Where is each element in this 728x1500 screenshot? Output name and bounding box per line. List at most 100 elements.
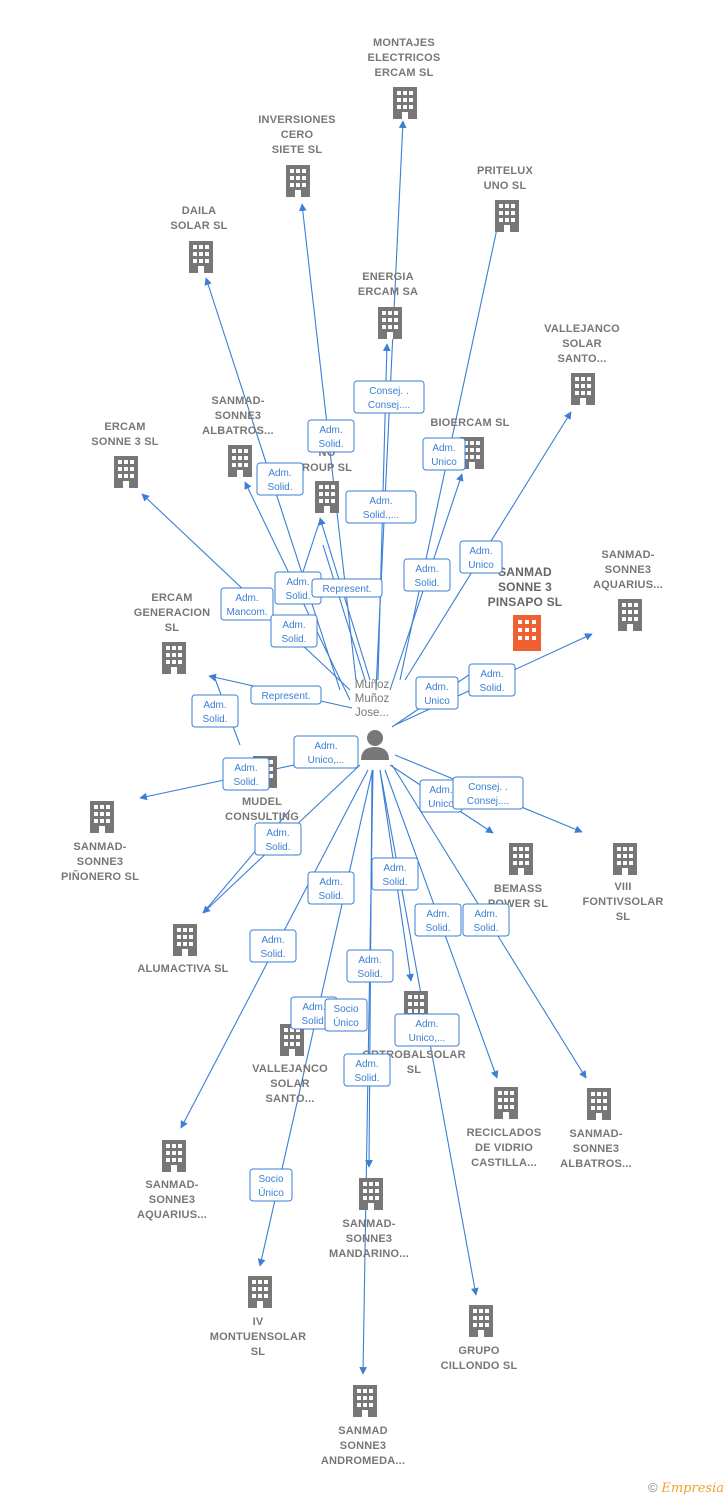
edge-label-text-10-1: Solid. — [281, 634, 306, 645]
brand-logo[interactable]: Empresia — [661, 1481, 724, 1496]
node-label-montajes-1: ELECTRICOS — [368, 52, 441, 64]
node-label-sanmad_albatros1-2: ALBATROS... — [202, 425, 274, 437]
node-label-pritelux-0: PRITELUX — [477, 165, 533, 177]
node-label-cillondo-1: CILLONDO SL — [441, 1360, 518, 1372]
building-icon — [509, 843, 533, 875]
edge-label-text-7-0: Adm. — [286, 577, 309, 588]
node-label-montuensolar-1: MONTUENSOLAR — [210, 1331, 307, 1343]
edge-label-text-15-1: Unico,... — [308, 755, 345, 766]
node-label-vallejanco2-0: VALLEJANCO — [252, 1063, 328, 1075]
edge-label-5[interactable]: Adm.Unico — [459, 540, 503, 574]
node-label-mandarino-2: MANDARINO... — [329, 1248, 409, 1260]
node-label-sanmad_albatros1-1: SONNE3 — [215, 410, 261, 422]
edge-label-text-16-1: Solid. — [233, 777, 258, 788]
edge-label-4[interactable]: Adm.Solid.,... — [345, 490, 417, 524]
edge-label-1[interactable]: Adm.Solid. — [307, 419, 355, 453]
node-label-pinsapo-2: PINSAPO SL — [488, 595, 563, 609]
building-icon — [189, 241, 213, 273]
node-label-albatros2-2: ALBATROS... — [560, 1158, 632, 1170]
center-person[interactable]: Muñoz Muñoz Jose... — [355, 679, 390, 760]
edge-connector-1 — [299, 519, 321, 582]
node-label-reciclados-2: CASTILLA... — [471, 1157, 537, 1169]
edge-label-11[interactable]: Adm.Unico — [415, 676, 459, 710]
edge-label-text-19-1: Solid. — [265, 842, 290, 853]
edge-label-14[interactable]: Adm.Solid. — [191, 694, 239, 728]
node-label-ortrobal-1: SL — [407, 1064, 422, 1076]
edge-label-2[interactable]: Adm.Unico — [422, 437, 466, 471]
node-albatros2[interactable]: SANMAD-SONNE3ALBATROS... — [560, 1088, 632, 1170]
node-label-pinonero-2: PIÑONERO SL — [61, 870, 139, 883]
edge-label-text-6-0: Adm. — [415, 564, 438, 575]
edge-label-6[interactable]: Adm.Solid. — [403, 558, 451, 592]
node-mandarino[interactable]: SANMAD-SONNE3MANDARINO... — [329, 1178, 409, 1260]
node-sanmad_albatros1[interactable]: SANMAD-SONNE3ALBATROS... — [202, 395, 274, 477]
edge-label-text-3-1: Solid. — [267, 482, 292, 493]
edge-label-9[interactable]: Adm.Mancom. — [220, 587, 274, 621]
node-label-andromeda-0: SANMAD — [338, 1425, 387, 1437]
building-icon — [495, 200, 519, 232]
edge-label-3[interactable]: Adm.Solid. — [256, 462, 304, 496]
node-label-vallejanco2-1: SOLAR — [270, 1078, 310, 1090]
edge-label-16[interactable]: Adm.Solid. — [222, 757, 270, 791]
node-label-energia-0: ENERGIA — [362, 271, 414, 283]
node-label-mandarino-0: SANMAD- — [342, 1218, 395, 1230]
node-label-montuensolar-0: IV — [253, 1316, 264, 1328]
edge-label-15[interactable]: Adm.Unico,... — [293, 735, 359, 769]
edge-label-8[interactable]: Represent. — [311, 578, 383, 598]
node-andromeda[interactable]: SANMADSONNE3ANDROMEDA... — [321, 1385, 405, 1467]
edge-label-text-18-0: Consej. . — [468, 782, 507, 793]
edge-label-12[interactable]: Adm.Solid. — [468, 663, 516, 697]
edge-label-18[interactable]: Consej. .Consej.... — [452, 776, 524, 810]
building-icon — [248, 1276, 272, 1308]
node-vallejanco1[interactable]: VALLEJANCOSOLARSANTO... — [544, 323, 620, 405]
building-icon-highlight — [513, 615, 541, 651]
edge-label-text-5-1: Unico — [468, 560, 494, 571]
edge-label-text-9-1: Mancom. — [226, 607, 267, 618]
edge-label-13[interactable]: Represent. — [250, 685, 322, 705]
edge-label-text-30-1: Único — [258, 1186, 284, 1199]
node-label-aquarius1-1: SONNE3 — [605, 564, 651, 576]
node-label-pinonero-0: SANMAD- — [73, 841, 126, 853]
edge-label-text-11-0: Adm. — [425, 682, 448, 693]
person-icon — [361, 730, 389, 760]
edge-label-25[interactable]: Adm.Solid. — [346, 949, 394, 983]
edge-label-28[interactable]: Adm.Unico,... — [394, 1013, 460, 1047]
node-aquarius2[interactable]: SANMAD-SONNE3AQUARIUS... — [137, 1140, 207, 1221]
building-icon — [613, 843, 637, 875]
edge-label-24[interactable]: Adm.Solid. — [249, 929, 297, 963]
edge-label-20[interactable]: Adm.Solid. — [307, 871, 355, 905]
edge-label-0[interactable]: Consej. .Consej.... — [353, 380, 425, 414]
edge-label-19[interactable]: Adm.Solid. — [254, 822, 302, 856]
node-aquarius1[interactable]: SANMAD-SONNE3AQUARIUS... — [593, 549, 663, 631]
edge-label-10[interactable]: Adm.Solid. — [270, 614, 318, 648]
node-alumactiva[interactable]: ALUMACTIVA SL — [137, 924, 228, 975]
edge-label-29[interactable]: Adm.Solid. — [343, 1053, 391, 1087]
node-label-vallejanco1-2: SANTO... — [557, 353, 606, 365]
node-bioercam[interactable]: BIOERCAM SL — [430, 417, 509, 469]
edge-label-text-26-1: Solid. — [301, 1016, 326, 1027]
edge-label-text-0-0: Consej. . — [369, 386, 408, 397]
node-label-mudel-1: CONSULTING — [225, 811, 299, 823]
edge-label-22[interactable]: Adm.Solid. — [414, 903, 462, 937]
node-vallejanco2[interactable]: VALLEJANCOSOLARSANTO... — [252, 1024, 328, 1105]
edge-label-23[interactable]: Adm.Solid. — [462, 903, 510, 937]
edge-label-21[interactable]: Adm.Solid. — [371, 857, 419, 891]
